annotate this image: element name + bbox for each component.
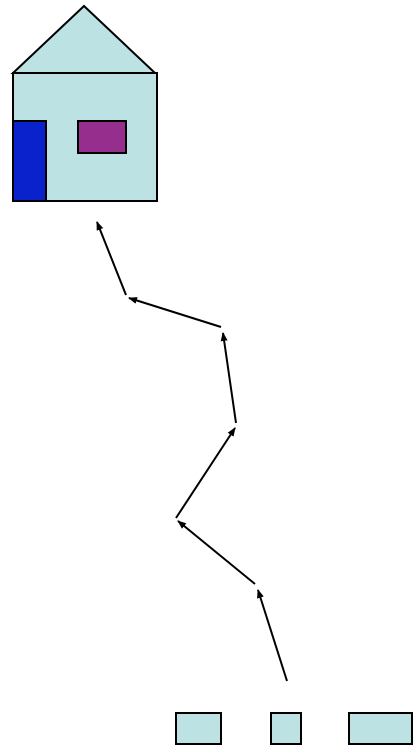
arrow-icon: [177, 520, 256, 585]
block-icon: [348, 712, 413, 745]
arrow-icon: [220, 332, 237, 424]
blocks-row: [175, 712, 413, 745]
door-icon: [12, 120, 47, 202]
arrow-icon: [96, 221, 127, 296]
block-icon: [270, 712, 302, 745]
arrow-icon: [257, 589, 288, 682]
house-icon: [10, 4, 158, 202]
window-icon: [77, 120, 127, 154]
path-arrows: [96, 221, 288, 682]
arrow-icon: [175, 427, 236, 519]
arrow-icon: [128, 297, 222, 328]
block-icon: [175, 712, 222, 745]
house-roof: [10, 4, 158, 74]
